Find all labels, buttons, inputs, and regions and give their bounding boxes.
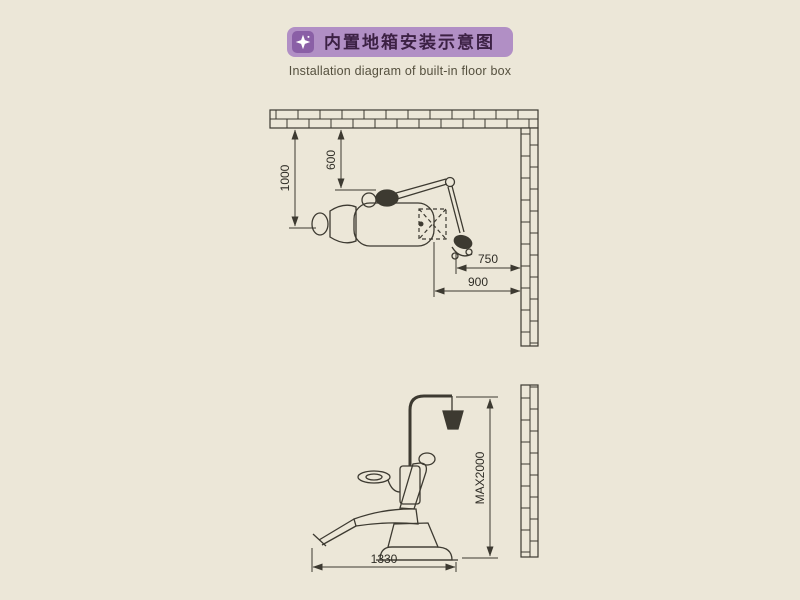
dimension-1000 [289, 129, 316, 229]
dim-600-label: 600 [324, 150, 338, 170]
chair-side-view [312, 394, 464, 561]
wall-right-bottom [520, 384, 539, 558]
page-subtitle: Installation diagram of built-in floor b… [288, 64, 512, 78]
dimension-max2000 [456, 396, 498, 559]
wall-right-top [520, 127, 539, 347]
dim-1330-label: 1330 [371, 552, 398, 566]
dim-900-label: 900 [468, 275, 488, 289]
dimension-1330 [311, 548, 457, 572]
dim-750-label: 750 [478, 252, 498, 266]
star-icon [292, 31, 314, 53]
side-view: MAX2000 1330 [311, 384, 539, 572]
floor-box-inlet [418, 221, 424, 227]
dim-max2000-label: MAX2000 [473, 451, 487, 504]
wall-top [269, 109, 539, 129]
dim-1000-label: 1000 [278, 164, 292, 191]
page-title: 内置地箱安装示意图 [324, 32, 495, 52]
dimension-900 [433, 242, 521, 297]
title-badge: 内置地箱安装示意图 [287, 27, 513, 57]
top-view: 1000 600 750 900 [269, 109, 539, 347]
dimension-600 [335, 129, 376, 191]
chair-top-view [311, 176, 473, 260]
dimension-750 [455, 252, 521, 274]
